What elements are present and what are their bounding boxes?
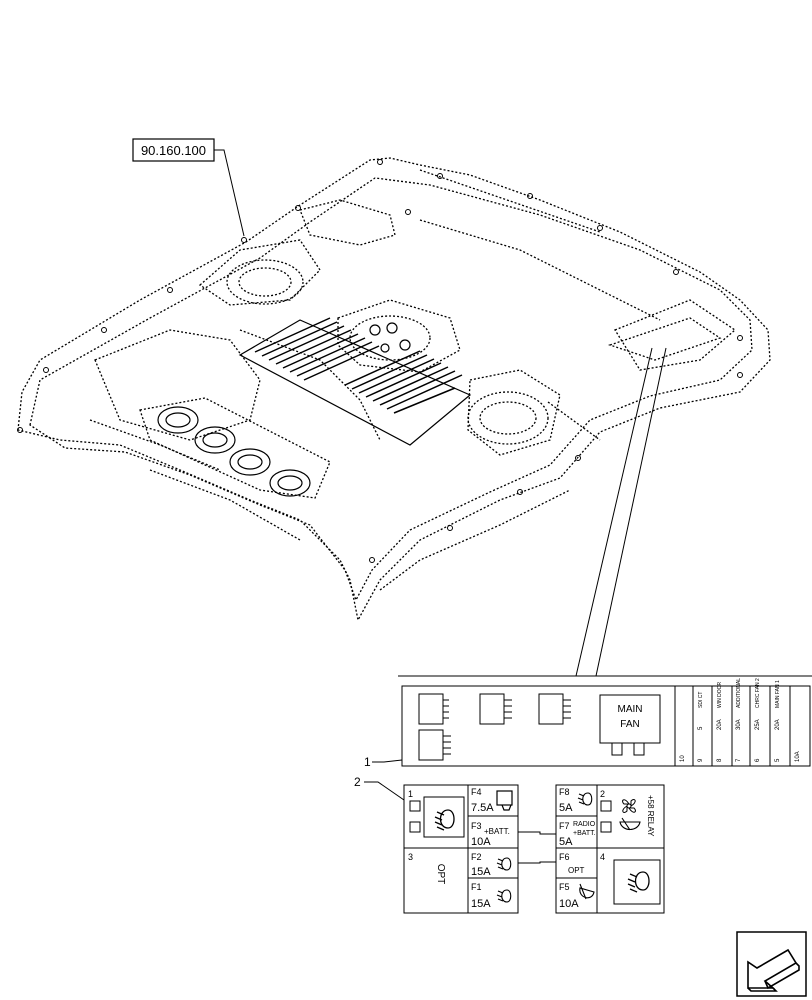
fuse-5: 5: [775, 758, 781, 762]
relay-additional: [418, 693, 449, 725]
callout-2: 2: [354, 775, 405, 801]
fuse-5-label: MAIN FAN 1: [775, 680, 781, 708]
f6-note: OPT: [568, 866, 585, 875]
callout-1: 1: [364, 755, 403, 769]
main-fan-line2: FAN: [620, 719, 639, 730]
opt-left-text: OPT: [435, 864, 446, 885]
f1-amp: 15A: [471, 898, 491, 910]
cell-4-num: 4: [600, 852, 605, 862]
work-lamp-icon: [496, 790, 513, 811]
f5-amp: 10A: [559, 898, 579, 910]
f1-name: F1: [471, 882, 482, 892]
f4-name: F4: [471, 787, 482, 797]
relay-win-door: [479, 693, 512, 725]
f4-amp: 7.5A: [471, 802, 494, 814]
headlamp-icon: [627, 871, 650, 893]
cell-3-num: 3: [408, 852, 413, 862]
wiper-icon: [619, 817, 641, 831]
relay-vertical-text: +58 RELAY: [646, 795, 655, 837]
wiper-icon: [579, 883, 595, 900]
f3-note: +BATT.: [484, 827, 510, 836]
cell-2-num: 2: [600, 789, 605, 799]
fuse-7-amp: 30A: [736, 719, 742, 730]
f5-name: F5: [559, 882, 570, 892]
callout-1-text: 1: [364, 755, 371, 769]
relay-condens: [538, 693, 571, 725]
f7-note2: +BATT.: [573, 830, 596, 837]
f3-amp: 10A: [471, 836, 491, 848]
f7-note1: RADIO: [573, 821, 596, 828]
cell-1-num: 1: [408, 789, 413, 799]
fuse-10a: 10A: [795, 751, 801, 762]
relay-panel: MAIN FAN 10 9 5 SDI CT 8 20A WIN DOOR 7 …: [401, 678, 811, 767]
callout-2-text: 2: [354, 775, 361, 789]
f7-name: F7: [559, 821, 570, 831]
relay-fuse-column: 10 9 5 SDI CT 8 20A WIN DOOR 7 30A ADDIT…: [674, 678, 801, 766]
fan-icon: [622, 799, 636, 813]
fuse-5-amp: 20A: [775, 719, 781, 730]
f6-name: F6: [559, 852, 570, 862]
navigation-arrow-icon[interactable]: [736, 931, 807, 997]
fuse-10: 10: [680, 755, 686, 762]
relay-lower-left: [418, 729, 451, 761]
headlamp-icon: [496, 889, 512, 903]
detail-leader-lines: [398, 347, 812, 677]
headlamp-icon: [577, 792, 593, 806]
fuse-7-label: ADDITIONAL: [736, 678, 742, 708]
reference-tag: 90.160.100: [132, 138, 245, 237]
f2-name: F2: [471, 852, 482, 862]
cab-roof-drawing: [17, 157, 771, 622]
fuse-6: 6: [755, 758, 761, 762]
fuse-9-label: SDI CT: [698, 692, 704, 708]
fuse-8: 8: [717, 758, 723, 762]
fuse-6-amp: 25A: [755, 719, 761, 730]
reference-tag-text: 90.160.100: [141, 143, 206, 158]
fuse-9-amp: 5: [698, 726, 704, 730]
headlamp-icon: [434, 809, 455, 831]
f7-amp: 5A: [559, 836, 573, 848]
fuse-6-label: CHRC FAN 2: [755, 678, 761, 708]
fuse-8-label: WIN DOOR: [717, 682, 723, 708]
fuse-7: 7: [736, 758, 742, 762]
f8-amp: 5A: [559, 802, 573, 814]
f2-amp: 15A: [471, 866, 491, 878]
f3-name: F3: [471, 821, 482, 831]
f8-name: F8: [559, 787, 570, 797]
main-fan-relay: MAIN FAN: [599, 694, 661, 756]
main-fan-line1: MAIN: [618, 704, 643, 715]
fuse-8-amp: 20A: [717, 719, 723, 730]
fuse-panel: 1 F4 7.5A F3 +BATT. 10A 3 OPT F2 15A F1 …: [403, 784, 665, 914]
fuse-9: 9: [698, 758, 704, 762]
headlamp-icon: [496, 857, 512, 871]
